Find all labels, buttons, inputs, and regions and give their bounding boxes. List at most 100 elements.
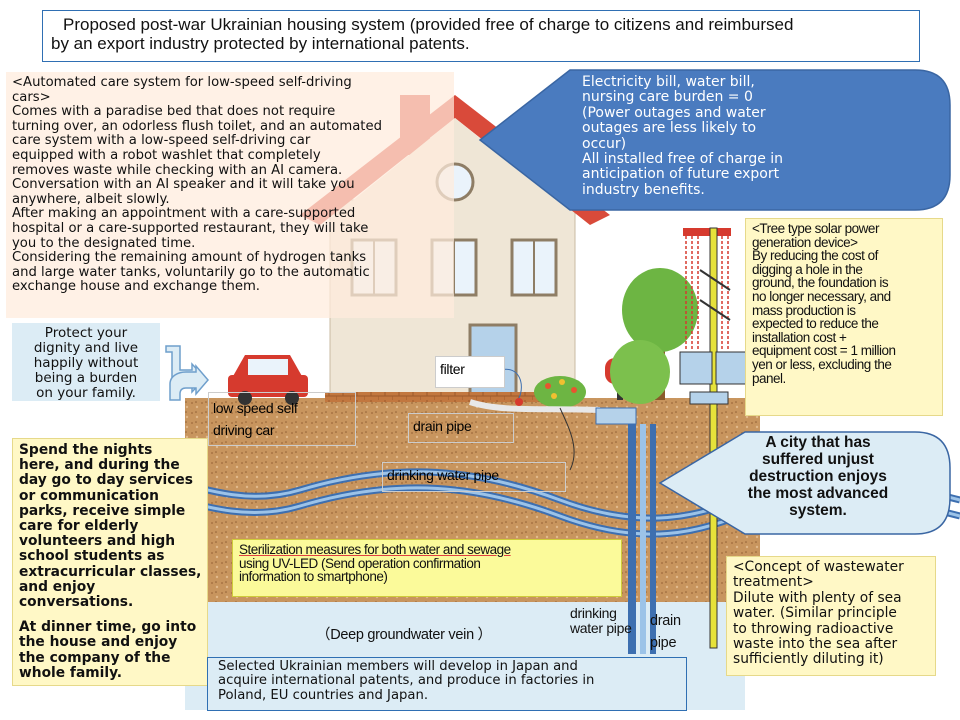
city-callout-shape <box>658 431 951 535</box>
city-line: suffered unjust <box>762 451 874 468</box>
filter-label: filter <box>435 356 505 388</box>
solar-line: mass production is <box>752 302 856 318</box>
solar-line: <Tree type solar power <box>752 221 879 236</box>
care-line: exchange house and exchange them. <box>12 279 260 295</box>
solar-line: By reducing the cost of <box>752 248 878 264</box>
daily-life-note: Spend the nights here, and during the da… <box>12 438 208 686</box>
waste-line: <Concept of wastewater <box>733 559 904 575</box>
utilities-line: industry benefits. <box>582 181 705 198</box>
care-line: equipped with a robot washlet that compl… <box>12 147 321 163</box>
filter-red-dot <box>515 398 523 406</box>
utilities-line: All installed free of charge in <box>582 151 784 168</box>
nights-line: school students as <box>19 548 165 565</box>
solar-line: digging a hole in the <box>752 261 863 277</box>
steril-line: information to smartphone) <box>239 569 388 585</box>
city-line: system. <box>789 502 847 519</box>
nights-line: here, and during the <box>19 457 180 474</box>
solar-line: generation device> <box>752 234 858 250</box>
selected-line: acquire international patents, and produ… <box>218 673 595 689</box>
utilities-line: anticipation of future export <box>582 166 780 183</box>
drain-connector <box>559 407 575 471</box>
car-label: low speed self driving car <box>208 392 356 446</box>
title-line-1: Proposed post-war Ukrainian housing syst… <box>63 15 794 34</box>
vertical-drain-line: pipe <box>650 635 677 651</box>
page-title: Proposed post-war Ukrainian housing syst… <box>42 10 920 62</box>
care-line: cars> <box>12 89 51 105</box>
city-line: destruction enjoys <box>749 468 887 485</box>
nights-line: care for elderly <box>19 518 139 535</box>
city-line: the most advanced <box>747 485 889 502</box>
solar-tree-device-icon <box>679 227 749 649</box>
nights-line: whole family. <box>19 664 123 681</box>
waste-line: water. (Similar principle <box>733 605 897 622</box>
utilities-callout: Electricity bill, water bill, nursing ca… <box>582 74 902 198</box>
solar-line: equipment cost = 1 million <box>752 343 896 359</box>
nights-line: the company of the <box>19 649 171 666</box>
care-system-note: <Automated care system for low-speed sel… <box>6 72 454 318</box>
solar-device-note: <Tree type solar power generation device… <box>745 218 943 416</box>
drain-pipe-label-text: drain pipe <box>413 418 472 434</box>
house-base <box>325 392 580 402</box>
nights-line: At dinner time, go into <box>19 619 197 636</box>
utilities-line: outages are less likely to <box>582 120 757 137</box>
care-line: anywhere, albeit slowly. <box>12 191 170 207</box>
dignity-line: on your family. <box>36 385 136 401</box>
waste-line: to throwing radioactive <box>733 620 894 637</box>
utilities-callout-shape <box>478 69 951 211</box>
car-label-line: driving car <box>213 422 275 438</box>
care-line: Conversation with an AI speaker and it w… <box>12 177 355 193</box>
care-line: you to the designated time. <box>12 235 196 251</box>
drinking-water-pipe-label-text: drinking water pipe <box>387 467 499 483</box>
care-line: removes waste while checking with an AI … <box>12 162 343 178</box>
selected-line: Poland, EU countries and Japan. <box>218 687 429 703</box>
nights-line: Spend the nights <box>19 442 153 458</box>
care-line: Considering the remaining amount of hydr… <box>12 250 367 266</box>
sterilizer-grid <box>595 407 637 425</box>
selected-line: Selected Ukrainian members will develop … <box>218 659 578 674</box>
dignity-note: Protect your dignity and live happily wi… <box>12 323 160 401</box>
arrow-icon-lower <box>169 363 209 401</box>
flower-bush-icon <box>534 376 586 408</box>
vertical-drain-pipe-label: drain pipe <box>650 610 681 654</box>
waste-line: waste into the sea after <box>733 636 898 653</box>
solar-line: installation cost + <box>752 329 847 345</box>
nights-line: and enjoy <box>19 578 96 595</box>
title-line-2: by an export industry protected by inter… <box>51 34 470 53</box>
care-line: hospital or a care-supported restaurant,… <box>12 220 369 236</box>
solar-line: no longer necessary, and <box>752 288 891 304</box>
utilities-line: (Power outages and water <box>582 104 766 121</box>
care-line: After making an appointment with a care-… <box>12 206 356 222</box>
vertical-drinking-line: water pipe <box>570 620 632 636</box>
sterilization-note: Sterilization measures for both water an… <box>232 539 622 597</box>
solar-line: panel. <box>752 370 786 386</box>
city-callout: A city that has suffered unjust destruct… <box>738 434 898 519</box>
drain-pipe-label: drain pipe <box>408 413 514 443</box>
nights-line: the house and enjoy <box>19 634 178 651</box>
nights-line: parks, receive simple <box>19 502 186 519</box>
drinking-water-pipe-label: drinking water pipe <box>382 462 566 492</box>
dignity-line: being a burden <box>34 370 138 386</box>
car-icon <box>228 355 308 405</box>
care-line: and large water tanks, voluntarily go to… <box>12 264 370 280</box>
care-line: turning over, an odorless flush toilet, … <box>12 118 382 134</box>
solar-line: ground, the foundation is <box>752 275 889 291</box>
waste-line: Dilute with plenty of sea <box>733 589 902 606</box>
surface-pipe <box>469 399 601 413</box>
dignity-line: happily without <box>33 355 139 371</box>
hedge-icon <box>610 340 670 404</box>
utilities-line: occur) <box>582 135 627 152</box>
steril-line: Sterilization measures for both water an… <box>239 542 511 557</box>
steril-line: using UV-LED (Send operation confirmatio… <box>239 555 481 571</box>
care-line: care system with a low-speed self-drivin… <box>12 133 311 149</box>
dignity-line: dignity and live <box>33 340 139 356</box>
vertical-pipes <box>628 424 656 654</box>
nights-line: day go to day services <box>19 472 193 489</box>
selected-members-note: Selected Ukrainian members will develop … <box>207 657 687 711</box>
solar-line: expected to reduce the <box>752 316 879 332</box>
waste-line: sufficiently diluting it) <box>733 651 884 668</box>
nights-line: or communication <box>19 487 159 504</box>
waste-line: treatment> <box>733 574 814 591</box>
deep-groundwater-label: （Deep groundwater vein ） <box>316 627 492 643</box>
nights-line: volunteers and high <box>19 533 176 550</box>
care-line: Comes with a paradise bed that does not … <box>12 104 336 120</box>
